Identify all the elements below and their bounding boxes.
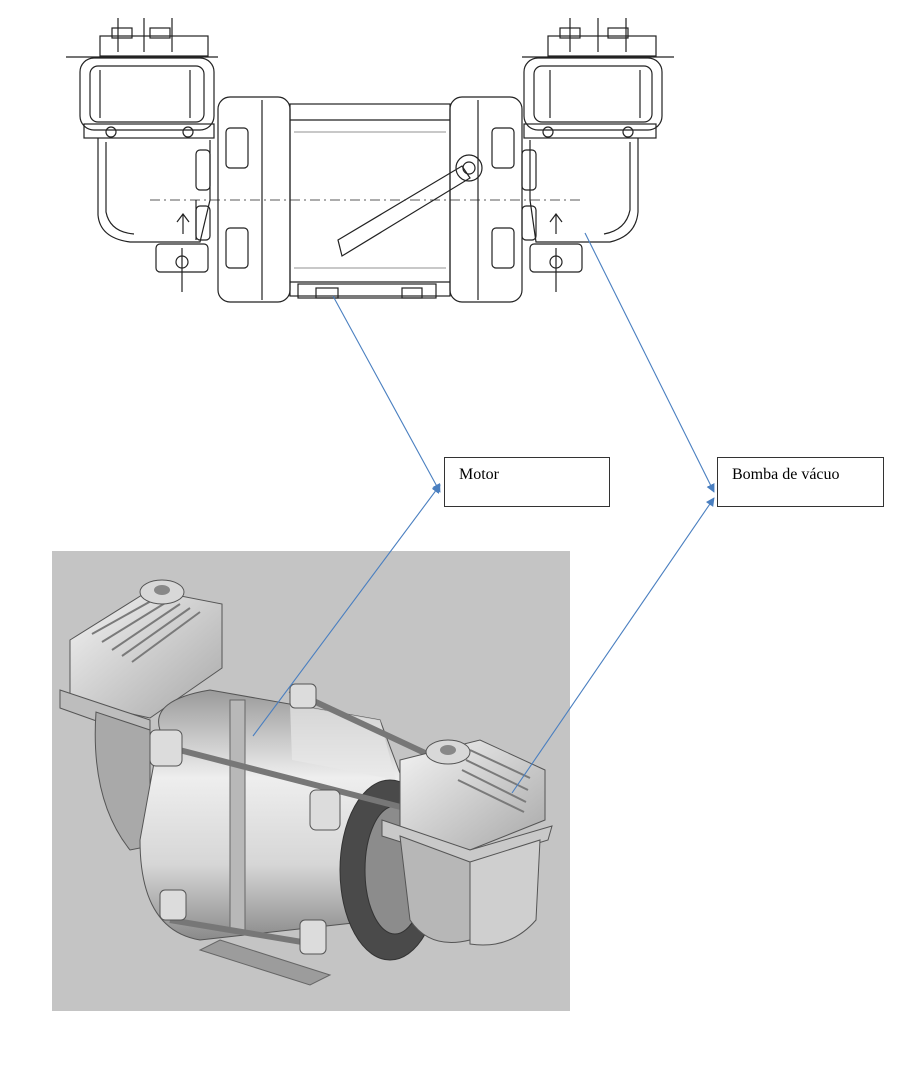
render-right-pump-head <box>381 739 553 946</box>
right-pump-head-drawing <box>521 18 674 292</box>
left-pump-head-drawing <box>66 18 218 292</box>
render-left-pump-head <box>59 579 223 851</box>
motor-leader-bottom <box>252 484 441 737</box>
vacuum-pump-callout-box: Bomba de vácuo <box>717 457 884 507</box>
technical-drawing <box>66 18 674 303</box>
motor-callout-box: Motor <box>444 457 610 507</box>
motor-body-drawing <box>150 96 580 303</box>
render-3d <box>52 551 570 1011</box>
leader-lines <box>252 232 715 794</box>
pump-leader-top <box>584 232 715 493</box>
vacuum-pump-label: Bomba de vácuo <box>732 466 840 483</box>
motor-label: Motor <box>459 466 499 483</box>
pump-leader-bottom <box>511 497 715 794</box>
motor-leader-top <box>332 295 441 493</box>
